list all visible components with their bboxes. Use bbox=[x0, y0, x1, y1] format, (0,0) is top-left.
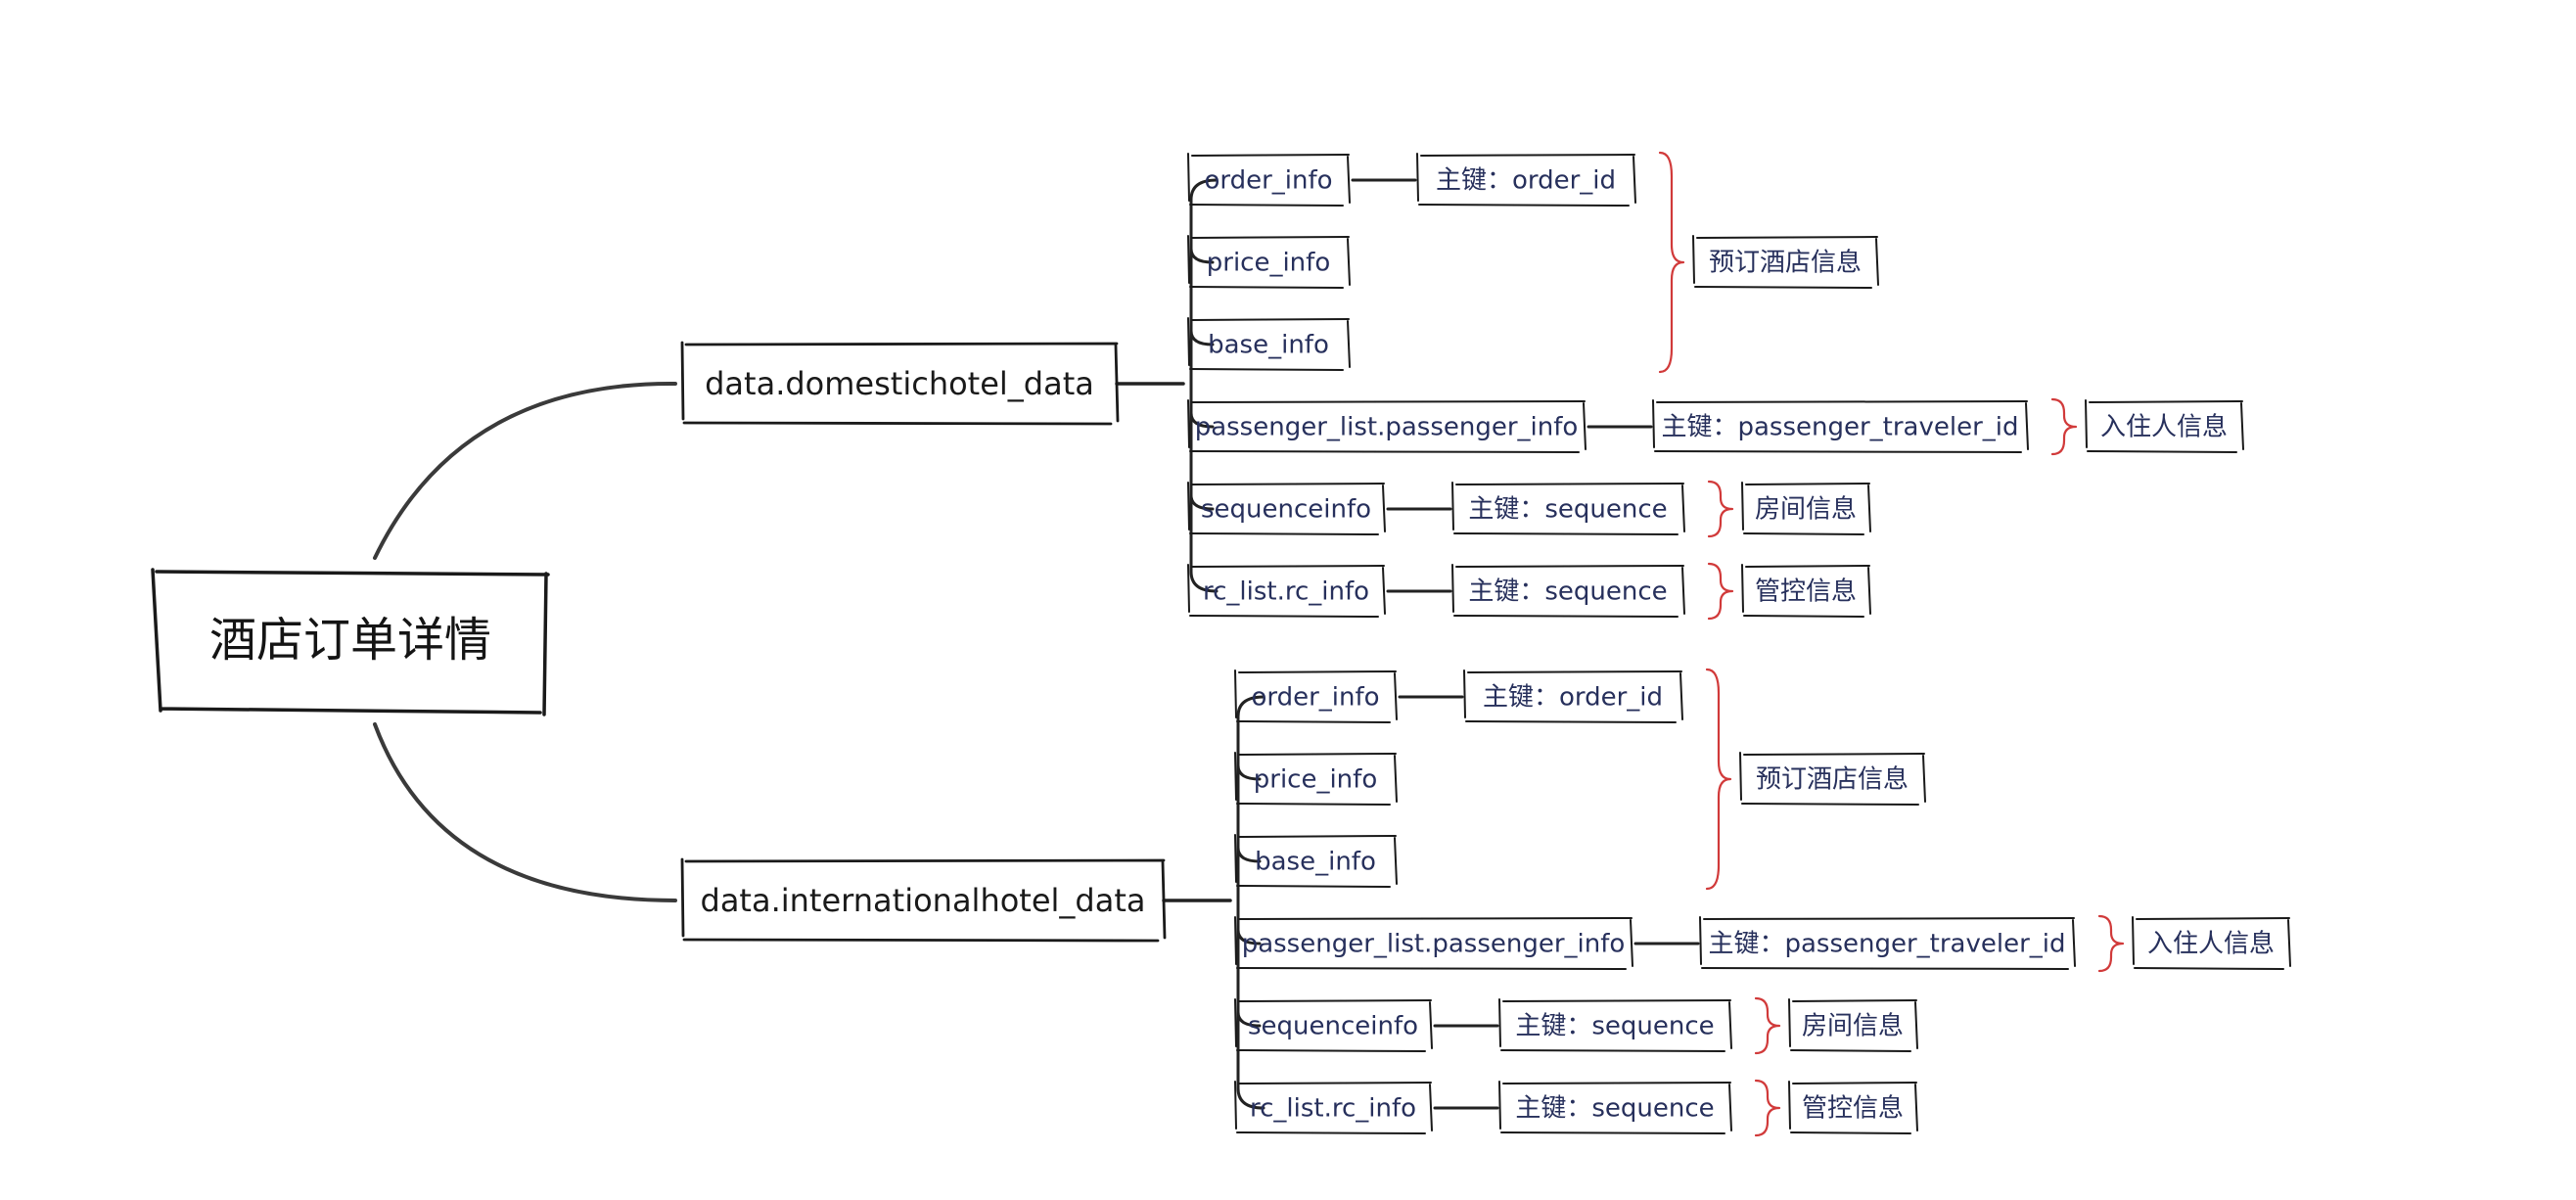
table-node[interactable]: price_info bbox=[1187, 235, 1351, 289]
root-node[interactable]: 酒店订单详情 bbox=[151, 568, 550, 716]
group-brace bbox=[1754, 996, 1781, 1055]
group-label: 管控信息 bbox=[1802, 1094, 1904, 1124]
table-node[interactable]: passenger_list.passenger_info bbox=[1234, 916, 1633, 970]
table-name: order_info bbox=[1204, 166, 1332, 196]
group-brace bbox=[2050, 397, 2078, 456]
edges-layer bbox=[373, 178, 1700, 1110]
primary-key-label: 主键：sequence bbox=[1515, 1094, 1714, 1124]
primary-key-label: 主键：order_id bbox=[1436, 166, 1616, 196]
table-name: price_info bbox=[1207, 249, 1330, 278]
group-node[interactable]: 管控信息 bbox=[1788, 1081, 1918, 1134]
primary-key-node[interactable]: 主键：sequence bbox=[1451, 564, 1685, 618]
group-label: 管控信息 bbox=[1755, 577, 1857, 607]
table-name: price_info bbox=[1254, 765, 1377, 795]
group-label: 入住人信息 bbox=[2147, 930, 2275, 959]
group-node[interactable]: 管控信息 bbox=[1741, 564, 1871, 618]
primary-key-label: 主键：order_id bbox=[1483, 683, 1663, 713]
table-node[interactable]: price_info bbox=[1234, 752, 1398, 806]
table-name: rc_list.rc_info bbox=[1203, 577, 1369, 607]
primary-key-label: 主键：passenger_traveler_id bbox=[1661, 413, 2018, 442]
category-label: data.domestichotel_data bbox=[705, 365, 1094, 402]
table-name: order_info bbox=[1251, 683, 1379, 713]
primary-key-label: 主键：sequence bbox=[1468, 495, 1667, 525]
table-node[interactable]: order_info bbox=[1234, 669, 1398, 723]
primary-key-node[interactable]: 主键：order_id bbox=[1416, 153, 1636, 207]
table-node[interactable]: sequenceinfo bbox=[1234, 998, 1433, 1052]
group-label: 房间信息 bbox=[1755, 495, 1857, 525]
group-node[interactable]: 入住人信息 bbox=[2132, 916, 2291, 970]
category-label: data.internationalhotel_data bbox=[701, 882, 1146, 919]
primary-key-node[interactable]: 主键：sequence bbox=[1451, 482, 1685, 535]
table-node[interactable]: rc_list.rc_info bbox=[1187, 564, 1386, 618]
table-name: sequenceinfo bbox=[1248, 1012, 1418, 1041]
table-node[interactable]: order_info bbox=[1187, 153, 1351, 207]
group-label: 入住人信息 bbox=[2100, 413, 2228, 442]
table-node[interactable]: base_info bbox=[1234, 834, 1398, 888]
group-node[interactable]: 预订酒店信息 bbox=[1739, 752, 1926, 806]
primary-key-node[interactable]: 主键：sequence bbox=[1498, 1081, 1732, 1134]
group-label: 预订酒店信息 bbox=[1756, 765, 1909, 795]
group-label: 预订酒店信息 bbox=[1709, 249, 1862, 278]
table-name: sequenceinfo bbox=[1201, 495, 1371, 525]
primary-key-label: 主键：sequence bbox=[1515, 1012, 1714, 1041]
primary-key-node[interactable]: 主键：sequence bbox=[1498, 998, 1732, 1052]
group-node[interactable]: 预订酒店信息 bbox=[1692, 235, 1879, 289]
primary-key-node[interactable]: 主键：passenger_traveler_id bbox=[1652, 399, 2029, 453]
group-node[interactable]: 房间信息 bbox=[1741, 482, 1871, 535]
nodes-layer: 酒店订单详情 data.domestichotel_data order_info… bbox=[151, 151, 2291, 1137]
table-name: passenger_list.passenger_info bbox=[1242, 930, 1626, 959]
group-brace bbox=[1707, 480, 1734, 538]
primary-key-node[interactable]: 主键：order_id bbox=[1463, 669, 1683, 723]
group-node[interactable]: 房间信息 bbox=[1788, 998, 1918, 1052]
table-name: rc_list.rc_info bbox=[1250, 1094, 1416, 1124]
table-node[interactable]: sequenceinfo bbox=[1187, 482, 1386, 535]
table-name: passenger_list.passenger_info bbox=[1195, 413, 1579, 442]
root-label: 酒店订单详情 bbox=[209, 613, 491, 668]
group-brace bbox=[2097, 914, 2125, 973]
table-node[interactable]: base_info bbox=[1187, 317, 1351, 371]
primary-key-node[interactable]: 主键：passenger_traveler_id bbox=[1699, 916, 2076, 970]
group-brace bbox=[1707, 562, 1734, 621]
table-name: base_info bbox=[1255, 848, 1376, 877]
category-node[interactable]: data.domestichotel_data bbox=[680, 341, 1120, 426]
category-node[interactable]: data.internationalhotel_data bbox=[680, 857, 1167, 943]
group-label: 房间信息 bbox=[1802, 1012, 1904, 1041]
group-brace bbox=[1754, 1079, 1781, 1137]
primary-key-label: 主键：sequence bbox=[1468, 577, 1667, 607]
table-node[interactable]: passenger_list.passenger_info bbox=[1187, 399, 1587, 453]
primary-key-label: 主键：passenger_traveler_id bbox=[1708, 930, 2065, 959]
table-name: base_info bbox=[1208, 331, 1329, 360]
group-brace bbox=[1658, 151, 1685, 374]
group-brace bbox=[1705, 668, 1732, 891]
group-node[interactable]: 入住人信息 bbox=[2085, 399, 2244, 453]
table-node[interactable]: rc_list.rc_info bbox=[1234, 1081, 1433, 1134]
